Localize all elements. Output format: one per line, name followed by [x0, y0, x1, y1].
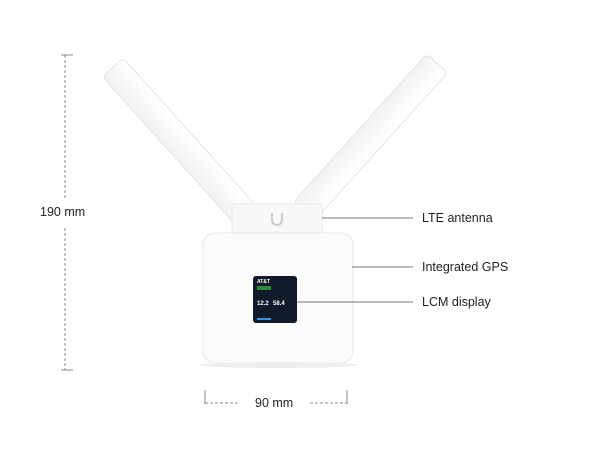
ubiquiti-logo-icon — [271, 213, 283, 226]
lcd-value-a: 12.2 — [257, 301, 269, 307]
lcd-carrier: AT&T — [257, 279, 270, 285]
callout-lcm-display: LCM display — [422, 295, 491, 309]
height-label: 190 mm — [40, 205, 86, 219]
lcm-display: AT&T 12.2 58.4 — [253, 276, 297, 323]
callout-integrated-gps: Integrated GPS — [422, 260, 509, 274]
left-antenna — [103, 59, 256, 224]
callout-lte-antenna: LTE antenna — [422, 211, 493, 225]
lcd-value-b: 58.4 — [273, 301, 285, 307]
right-antenna — [294, 55, 447, 220]
width-label: 90 mm — [255, 396, 294, 410]
